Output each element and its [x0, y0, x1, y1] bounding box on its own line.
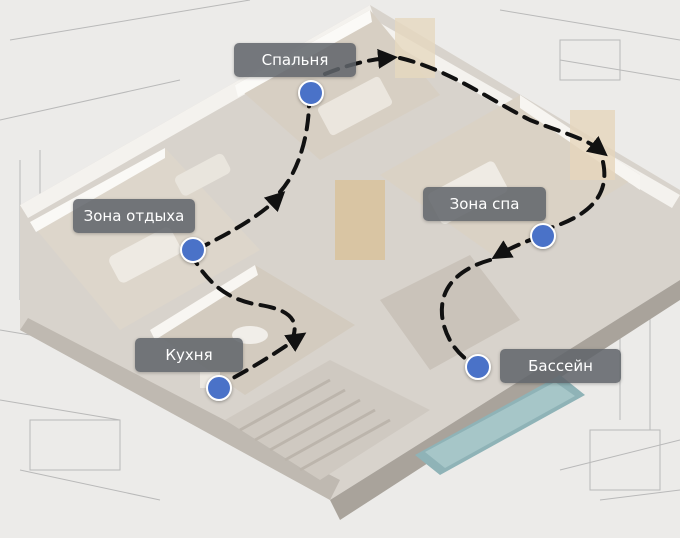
- route-arrow-icon: [278, 94, 312, 194]
- location-marker-icon[interactable]: [206, 375, 232, 401]
- route-arrow-icon: [398, 56, 608, 157]
- location-marker-icon[interactable]: [465, 354, 491, 380]
- zone-label-kitchen: Кухня: [135, 338, 243, 372]
- route-arrow-icon: [439, 258, 492, 364]
- zone-label-bedroom: Спальня: [234, 43, 356, 77]
- location-marker-icon[interactable]: [180, 237, 206, 263]
- location-marker-icon[interactable]: [298, 80, 324, 106]
- room-lounge: [30, 148, 260, 330]
- route-arrow-icon: [188, 250, 297, 342]
- terrace: [225, 255, 520, 480]
- zone-label-lounge: Зона отдыха: [73, 199, 195, 233]
- zone-label-spa: Зона спа: [423, 187, 546, 221]
- zone-label-pool: Бассейн: [500, 349, 621, 383]
- pool: [415, 375, 585, 475]
- route-arrow-icon: [548, 160, 607, 230]
- location-marker-icon[interactable]: [530, 223, 556, 249]
